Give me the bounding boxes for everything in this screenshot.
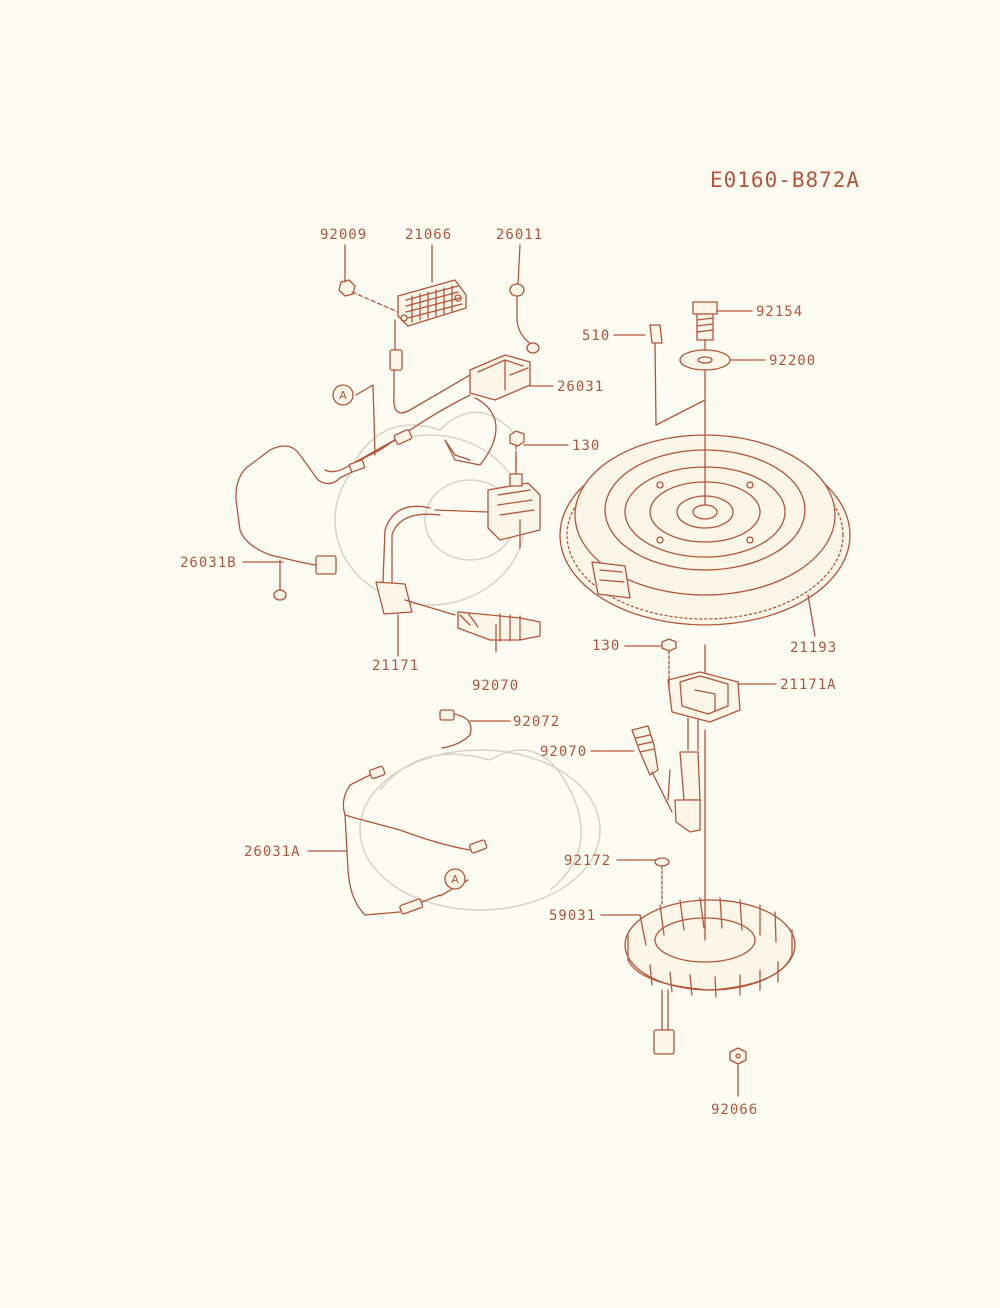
callout-92172: 92172 [564, 853, 611, 869]
callout-92009: 92009 [320, 227, 367, 243]
flywheel-key-510 [649, 324, 706, 426]
screw-92172 [654, 857, 670, 906]
ignition-coil [375, 454, 541, 616]
harness-26031B [235, 445, 366, 601]
screw-92009 [338, 279, 399, 313]
callout-92066: 92066 [711, 1102, 758, 1118]
nut-92066 [729, 1047, 747, 1065]
harness-26031 [324, 354, 531, 473]
bolt-130-lower [661, 638, 677, 691]
spark-plug-lower [631, 725, 673, 813]
diagram-code: E0160-B872A [710, 168, 860, 192]
svg-text:A: A [451, 873, 459, 886]
callout-92070-upper: 92070 [472, 678, 519, 694]
regulator [389, 279, 471, 414]
callout-labels: 92009 21066 26011 510 92154 92200 26031 … [180, 227, 837, 1118]
callout-21193: 21193 [790, 640, 837, 656]
svg-text:A: A [339, 389, 347, 402]
callout-26031A: 26031A [244, 844, 301, 860]
ref-marker-A-upper: A [332, 384, 354, 406]
callout-21171A: 21171A [780, 677, 837, 693]
callout-59031: 59031 [549, 908, 596, 924]
ref-marker-A-lower: A [444, 868, 466, 890]
washer-92200 [679, 349, 731, 371]
ignition-coil-A [667, 644, 741, 833]
callout-510: 510 [582, 328, 610, 344]
callout-26031B: 26031B [180, 555, 237, 571]
flywheel [559, 434, 851, 626]
stator [624, 729, 796, 1055]
ground-lead [509, 283, 540, 354]
callout-21171: 21171 [372, 658, 419, 674]
spark-plug-upper [457, 611, 541, 642]
bolt-130-upper [509, 430, 525, 471]
callout-92200: 92200 [769, 353, 816, 369]
harness-26031A [342, 765, 488, 916]
callout-92154: 92154 [756, 304, 803, 320]
callout-26031: 26031 [557, 379, 604, 395]
watermark [334, 411, 601, 911]
callout-92070-lower: 92070 [540, 744, 587, 760]
callout-92072: 92072 [513, 714, 560, 730]
callout-26011: 26011 [496, 227, 543, 243]
leader-lines [242, 244, 816, 1097]
bolt-92154 [692, 301, 718, 506]
callout-130-upper: 130 [572, 438, 600, 454]
lead-92072 [439, 709, 472, 749]
callout-130-lower: 130 [592, 638, 620, 654]
callout-21066: 21066 [405, 227, 452, 243]
